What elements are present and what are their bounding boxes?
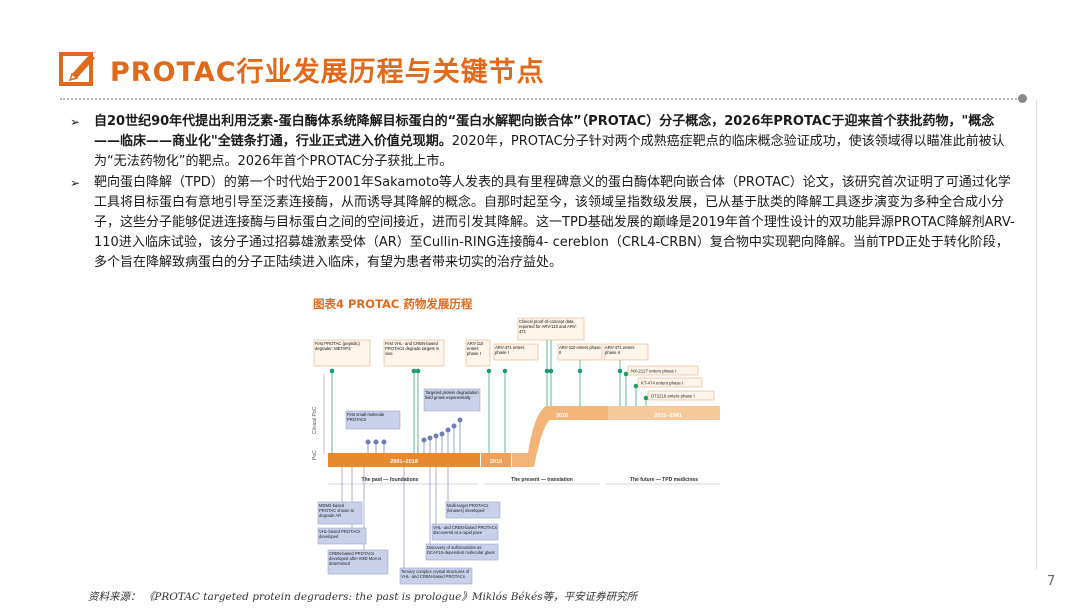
bullet-item-1: ➢ 自20世纪90年代提出利用泛素-蛋白酶体系统降解目标蛋白的“蛋白水解靶向嵌合… xyxy=(68,112,1018,172)
box-targeted-field-text: Targeted protein degradation field grows… xyxy=(425,390,479,400)
box-targeted-field xyxy=(423,388,481,412)
box-first-protac xyxy=(313,339,371,367)
divider-end-dot xyxy=(1018,94,1027,103)
y-label-clinical: Clinical PoC xyxy=(312,406,318,434)
period-band-2021-2041 xyxy=(608,406,720,420)
bottom-stems xyxy=(341,467,449,568)
box-clinical-poc xyxy=(517,317,585,341)
bullet-list: ➢ 自20世纪90年代提出利用泛素-蛋白酶体系统降解目标蛋白的“蛋白水解靶向嵌合… xyxy=(68,112,1018,274)
box-mdm2-text: MDM2-based PROTAC shown to degrade AR xyxy=(319,503,355,518)
period-band-2019 xyxy=(481,453,511,467)
arrow-bullet-icon: ➢ xyxy=(70,115,81,129)
box-arv110-phase1 xyxy=(465,339,491,367)
bullet-1-bold: 自20世纪90年代提出利用泛素-蛋白酶体系统降解目标蛋白的“蛋白水解靶向嵌合体”… xyxy=(94,114,995,149)
box-arv471-phase2-text: ARV-471 enters phase II xyxy=(605,345,635,355)
y-label-poc: PoC xyxy=(312,450,318,460)
arrow-bullet-icon: ➢ xyxy=(70,176,81,190)
box-crbn-based-text: CRBN-based PROTACs developed after IMiD … xyxy=(329,551,382,566)
right-guide-line xyxy=(1036,100,1037,570)
period-band-2001-2018 xyxy=(328,453,480,467)
green-milestone-dots xyxy=(329,368,649,401)
box-first-small-text: First small-molecule PROTACs xyxy=(347,412,385,422)
box-ternary xyxy=(399,567,473,585)
box-arv110-phase1-text: ARV-110 enters phase I xyxy=(467,341,484,356)
box-dt2216-text: DT2216 enters phase I xyxy=(651,394,695,399)
period-band-2020 xyxy=(512,406,630,467)
box-vhl-crbn-rapid-text: VHL- and CRBN-based PROTACs discovered a… xyxy=(433,525,497,535)
box-ternary-text: Ternary complex crystal structures of VH… xyxy=(401,569,470,579)
box-kt474-text: KT-474 enters phase I xyxy=(641,381,683,386)
box-first-small-molecule xyxy=(345,410,401,430)
page-title: PROTAC行业发展历程与关键节点 xyxy=(110,57,545,88)
era-label-past: The past — foundations xyxy=(362,477,419,483)
period-label-2020: 2020 xyxy=(556,413,568,419)
box-arv471-phase1-text: ARV-471 enters phase I xyxy=(495,345,525,355)
page-number: 7 xyxy=(1047,574,1056,589)
figure-caption: 图表4 PROTAC 药物发展历程 xyxy=(313,297,473,311)
header-divider xyxy=(60,98,1020,100)
box-arv471-phase2 xyxy=(603,343,649,361)
era-label-present: The present — translation xyxy=(511,477,573,483)
box-first-vhl-text: First VHL- and CRBN-based PROTACs degrad… xyxy=(385,341,440,356)
box-clinical-poc-text: Clinical proof-of-concept data reported … xyxy=(519,319,577,334)
box-nx2127 xyxy=(627,365,699,376)
box-vhl-crbn-rapid xyxy=(431,523,499,541)
period-label-2021-2041: 2021–2041 xyxy=(654,413,682,419)
source-note: 资料来源： 《PROTAC targeted protein degraders… xyxy=(88,591,638,603)
bullet-item-2: ➢ 靶向蛋白降解（TPD）的第一个时代始于2001年Sakamoto等人发表的具… xyxy=(68,173,1018,273)
box-arv110-phase2 xyxy=(557,343,603,361)
blue-poc-dots xyxy=(365,417,463,445)
period-label-2019: 2019 xyxy=(490,459,502,465)
box-sulfonamides-text: Discovery of sulfonamides as DCAF15-depe… xyxy=(427,545,495,555)
box-vhl-based xyxy=(317,527,367,545)
box-multi-target-text: Multi-target PROTACs (kinases) developed xyxy=(447,503,489,513)
era-label-future: The future — TPD medicines xyxy=(630,477,698,483)
box-nx2127-text: NX-2127 enters phase I xyxy=(631,369,676,374)
box-dt2216 xyxy=(647,390,715,401)
box-first-protac-text: First PROTAC (peptidic) degrader: METAP2 xyxy=(315,341,360,351)
report-logo-icon xyxy=(59,52,95,86)
box-sulfonamides xyxy=(425,543,499,561)
protac-timeline-figure: Clinical PoC PoC 2001–2018 2019 2020 202… xyxy=(312,317,720,585)
box-vhl-based-text: VHL-based PROTACs developed xyxy=(319,529,361,539)
box-mdm2 xyxy=(317,501,363,525)
box-arv471-phase1 xyxy=(493,343,539,361)
period-label-2001-2018: 2001–2018 xyxy=(390,459,418,465)
box-first-vhl xyxy=(383,339,445,367)
box-arv110-phase2-text: ARV-110 enters phase II xyxy=(559,345,601,355)
box-kt474 xyxy=(637,377,703,388)
bullet-1-text: 2020年，PROTAC分子针对两个成熟癌症靶点的临床概念验证成功，使该领域得以… xyxy=(94,134,1005,169)
box-multi-target xyxy=(445,501,501,519)
bullet-2-text: 靶向蛋白降解（TPD）的第一个时代始于2001年Sakamoto等人发表的具有里… xyxy=(94,175,1015,270)
box-crbn-based xyxy=(327,549,389,575)
